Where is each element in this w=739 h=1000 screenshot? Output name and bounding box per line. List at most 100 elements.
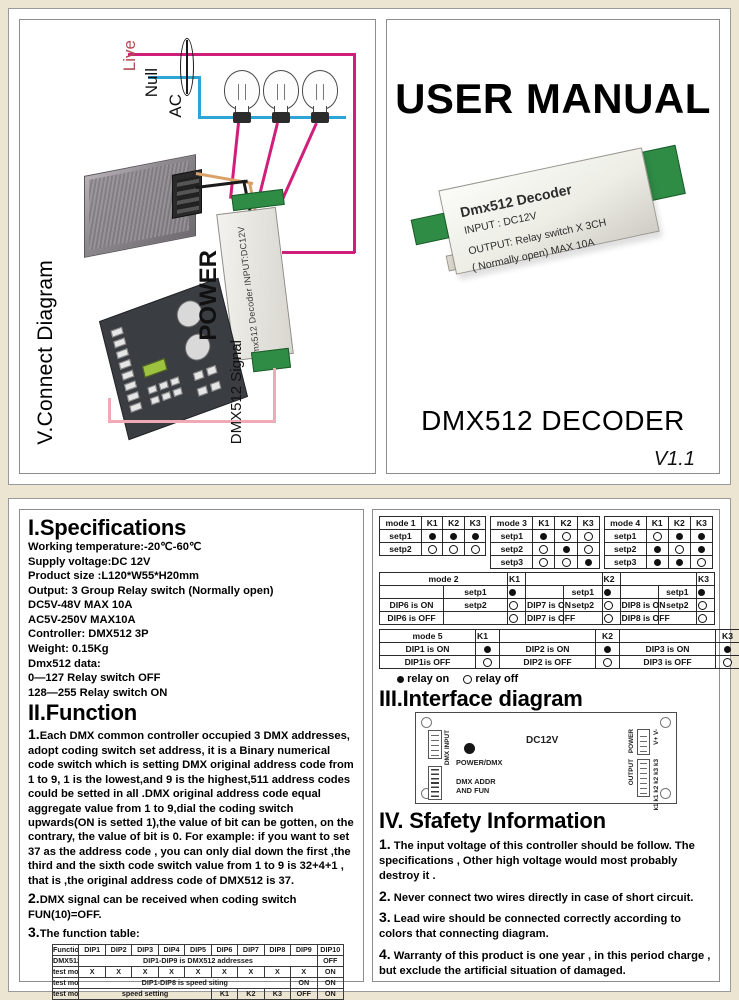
decoder-output-terminal (231, 188, 285, 212)
console-button-10 (209, 380, 222, 392)
relay-off-icon (584, 531, 593, 541)
mode-title: mode 3 (490, 516, 534, 530)
relay-on-icon (604, 644, 611, 654)
relay-on-icon (676, 557, 683, 567)
interface-diagram: DMX INPUT POWER/DMX DMX ADDR AND FUN DC1… (415, 712, 677, 811)
spec-line: Weight: 0.15Kg (28, 643, 109, 656)
relay-off-icon (509, 600, 518, 610)
hero-input-terminal (410, 212, 450, 246)
live-wire-to-device (282, 251, 355, 254)
mode-cell (507, 611, 526, 625)
table-cell: K2 (237, 987, 265, 1000)
decoder-dmx-input-terminal (250, 347, 292, 373)
ac-coil-icon (180, 38, 194, 96)
mode-title: mode 1 (379, 516, 422, 530)
mode-cell (463, 529, 487, 543)
column-header-dip: DIP9 (290, 943, 318, 956)
step-label: setp1 (490, 529, 534, 543)
relay-on-icon (724, 644, 731, 654)
column-header-dip: DIP7 (237, 943, 265, 956)
table-header-row: FunctionDIP1DIP2DIP3DIP4DIP5DIP6DIP7DIP8… (51, 943, 345, 956)
mode-cell (689, 529, 714, 543)
mode-cell (576, 542, 600, 556)
table-cell: ON (316, 987, 345, 1000)
mode-cell (576, 529, 600, 543)
function-item-2: 2.DMX signal can be received when coding… (28, 889, 355, 922)
relay-legend: relay on relay off (397, 673, 713, 685)
step-label: setp2 (603, 542, 647, 556)
column-header-dip: DIP6 (210, 943, 239, 956)
relay-column-header: K1 (532, 516, 556, 530)
mode-cell (696, 598, 715, 612)
spec-line: Product size :L120*W55*H20mm (28, 570, 199, 583)
mode-cell (715, 642, 739, 656)
dip-on-label: DIP6 is ON (379, 598, 444, 612)
row-label: test mode (51, 965, 80, 978)
hero-device-label: Dmx512 Decoder INPUT : DC12V OUTPUT: Rel… (458, 166, 640, 276)
safety-item-number: 1. (379, 836, 391, 853)
relay-on-icon (698, 544, 705, 554)
dc-voltage-label: DC12V (526, 735, 559, 747)
spec-line: 128—255 Relay switch ON (28, 686, 168, 699)
mode-cell (507, 598, 526, 612)
function-item-2-number: 2. (28, 890, 40, 907)
console-led-4 (118, 358, 132, 370)
mode-cell (507, 585, 526, 599)
mode-step-row: setp2 (490, 542, 600, 556)
relay-on-icon (698, 531, 705, 541)
table-cell: K3 (263, 987, 292, 1000)
mode-cell (696, 585, 715, 599)
dmx-signal-label: DMX512 Signal (228, 340, 245, 445)
content-panel: I.Specifications Working temperature:-20… (8, 498, 739, 1000)
screw-hole-bottom-right (660, 788, 671, 800)
table-cell: X (131, 965, 159, 978)
mode-cell (475, 655, 500, 669)
mode-cell (532, 542, 556, 556)
mode-cell (601, 598, 621, 612)
relay-column-header: K2 (667, 516, 691, 530)
specifications-list: Working temperature:-20℃-60℃ Supply volt… (28, 540, 355, 700)
legend-relay-off: relay off (463, 673, 518, 685)
column-header-dip: DIP3 (131, 943, 159, 956)
relay-on-icon (698, 587, 705, 597)
table-row: test modeXXXXXXXXXON (51, 965, 345, 978)
table-cell: X (210, 965, 239, 978)
mode-cell (667, 542, 691, 556)
function-item-1-text: Each DMX common controller occupied 3 DM… (28, 730, 354, 887)
safety-heading: IV. Sfafety Information (379, 808, 606, 834)
column-header-dip: DIP10 (316, 943, 345, 956)
step-label: setp1 (603, 529, 647, 543)
null-wire (148, 76, 200, 79)
spec-line: AC5V-250V MAX10A (28, 613, 136, 626)
relay-column-header: K3 (689, 516, 714, 530)
table-cell: OFF (290, 987, 318, 1000)
relay-off-icon (539, 544, 548, 554)
relay-off-icon (697, 557, 706, 567)
dip-label-line2: AND FUN (456, 786, 490, 796)
spacer-cell (379, 585, 444, 599)
table-cell: ON (290, 976, 318, 989)
relay-off-icon (483, 657, 492, 667)
safety-item: 2. Never connect two wires directly in c… (379, 887, 713, 906)
output-connector (637, 759, 650, 798)
null-wire-down (198, 76, 201, 118)
mode-title: mode 5 (379, 629, 476, 643)
relay-column-header: K3 (715, 629, 739, 643)
spacer-cell (619, 572, 697, 586)
mode-cell (689, 542, 714, 556)
legend-off-label: relay off (475, 673, 519, 685)
mode-step-row: setp1 (490, 529, 600, 543)
relay-off-icon (562, 557, 571, 567)
dip-off-label: DIP8 is OFF (619, 611, 670, 625)
spec-line: Output: 3 Group Relay switch (Normally o… (28, 584, 274, 597)
